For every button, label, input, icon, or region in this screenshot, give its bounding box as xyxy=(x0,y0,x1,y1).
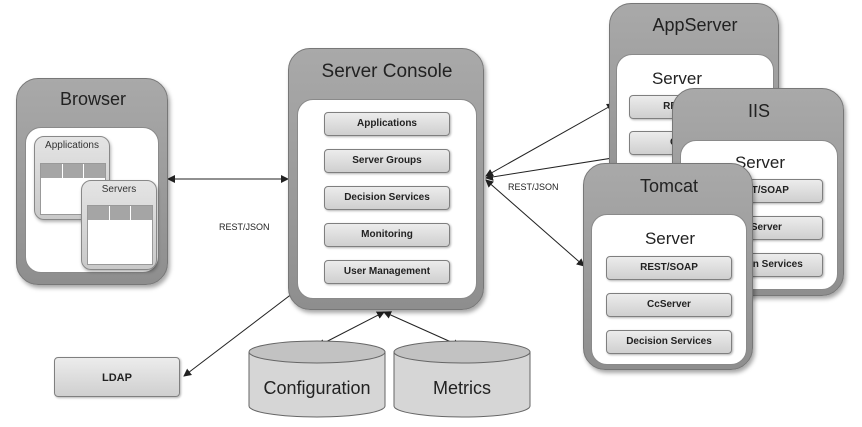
tomcat-ccserver-button[interactable]: CcServer xyxy=(606,293,732,317)
servers-window: Servers xyxy=(81,180,157,270)
console-applications-button[interactable]: Applications xyxy=(324,112,450,136)
browser-inner: Applications Servers xyxy=(25,127,159,273)
servers-window-label: Servers xyxy=(101,184,137,195)
browser-title: Browser xyxy=(59,89,126,109)
appserver-server-label: Server xyxy=(651,69,703,88)
server-console-inner: Applications Server Groups Decision Serv… xyxy=(297,99,477,299)
console-tomcat-connector xyxy=(485,179,585,267)
console-monitoring-button[interactable]: Monitoring xyxy=(324,223,450,247)
servers-window-panel xyxy=(87,205,153,265)
metrics-database: Metrics xyxy=(393,340,531,420)
iis-server-label: Server xyxy=(734,153,786,172)
server-console-box: Server Console Applications Server Group… xyxy=(288,48,484,310)
configuration-database: Configuration xyxy=(248,340,386,420)
tomcat-title: Tomcat xyxy=(639,176,699,196)
applications-window-label: Applications xyxy=(45,140,99,151)
ldap-box: LDAP xyxy=(54,357,180,397)
servers-window-header-cells xyxy=(88,206,153,220)
configuration-cylinder-icon xyxy=(248,340,386,418)
console-metrics-connector xyxy=(383,311,461,347)
server-console-title: Server Console xyxy=(321,61,453,82)
applications-window-panel xyxy=(40,163,106,215)
tomcat-server-label: Server xyxy=(644,229,696,248)
tomcat-box: Tomcat Server REST/SOAP CcServer Decisio… xyxy=(583,163,753,370)
appserver-title: AppServer xyxy=(652,15,738,35)
metrics-cylinder-icon xyxy=(393,340,531,418)
iis-title: IIS xyxy=(747,101,770,121)
console-user-management-button[interactable]: User Management xyxy=(324,260,450,284)
tomcat-inner: Server REST/SOAP CcServer Decision Servi… xyxy=(591,214,747,365)
browser-box: Browser Applications Servers xyxy=(16,78,168,285)
tomcat-rest-soap-button[interactable]: REST/SOAP xyxy=(606,256,732,280)
applications-window-header-cells xyxy=(41,164,106,178)
configuration-label: Configuration xyxy=(263,378,371,398)
rest-json-label-right: REST/JSON xyxy=(508,182,559,192)
console-server-groups-button[interactable]: Server Groups xyxy=(324,149,450,173)
rest-json-label-left: REST/JSON xyxy=(219,222,270,232)
tomcat-decision-services-button[interactable]: Decision Services xyxy=(606,330,732,354)
metrics-label: Metrics xyxy=(433,378,491,398)
console-configuration-connector xyxy=(317,311,385,347)
console-decision-services-button[interactable]: Decision Services xyxy=(324,186,450,210)
